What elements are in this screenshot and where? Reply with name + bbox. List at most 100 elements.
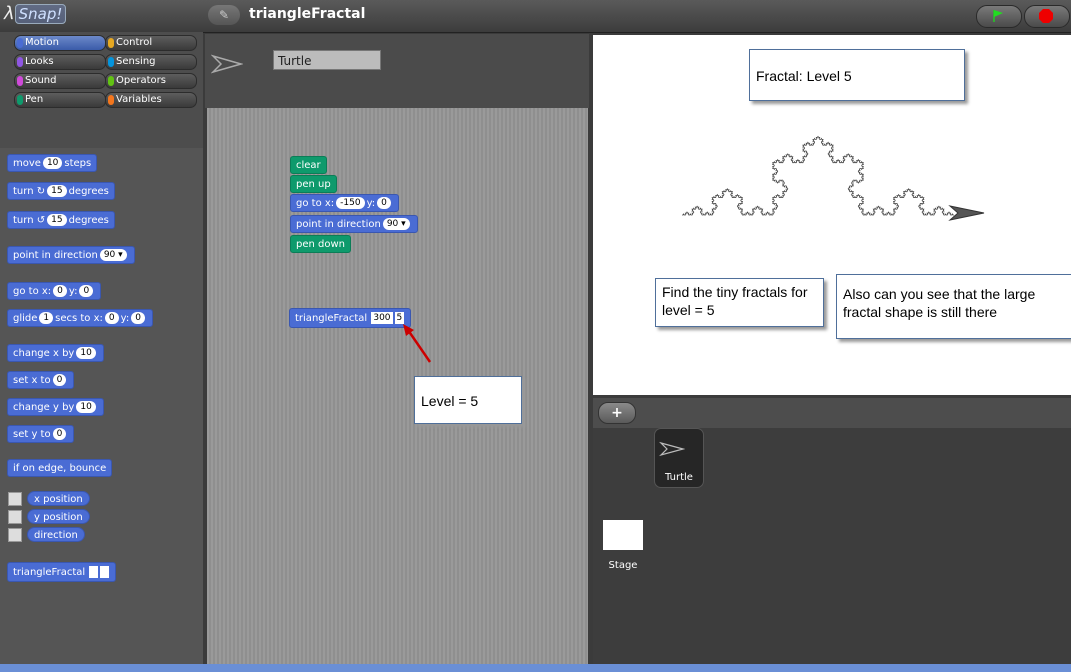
block-text: degrees <box>68 215 109 226</box>
block-text: change y by <box>13 402 75 413</box>
block-text: degrees <box>68 186 109 197</box>
y-slot[interactable]: 0 <box>377 197 391 209</box>
y-slot[interactable]: 0 <box>79 285 94 297</box>
y-slot[interactable]: 0 <box>131 312 145 324</box>
x-slot[interactable]: -150 <box>336 197 365 209</box>
category-control[interactable]: Control <box>105 35 197 51</box>
category-looks[interactable]: Looks <box>14 54 106 70</box>
block-text: triangleFractal <box>295 313 368 324</box>
tiny-fractals-note: Find the tiny fractals for level = 5 <box>655 278 824 327</box>
direction-reporter[interactable]: direction <box>27 527 85 542</box>
dropdown-arrow-icon: ▾ <box>118 250 123 260</box>
sensing-color-dot <box>108 57 114 67</box>
stage-thumb[interactable] <box>603 520 643 550</box>
sprite-name-field[interactable]: Turtle <box>273 50 381 70</box>
block-text: point in direction <box>296 219 381 230</box>
turtle-sprite-icon <box>948 205 985 221</box>
stop-button[interactable] <box>1024 5 1070 28</box>
category-label: Sound <box>25 75 57 86</box>
category-operators[interactable]: Operators <box>105 73 197 89</box>
green-flag-button[interactable] <box>976 5 1022 28</box>
x-slot[interactable]: 0 <box>53 285 67 297</box>
motion-color-dot <box>17 38 23 48</box>
block-text: turn <box>13 215 34 226</box>
palette: Motion Control Looks Sensing Sound Opera… <box>0 32 203 664</box>
triangle-fractal-block[interactable]: triangleFractal <box>7 562 117 582</box>
logo-text: Snap! <box>14 4 67 24</box>
pencil-icon: ✎ <box>218 8 230 22</box>
y-position-reporter[interactable]: y position <box>27 509 90 524</box>
turtle-sprite-thumb[interactable] <box>654 428 704 488</box>
category-sound[interactable]: Sound <box>14 73 106 89</box>
clear-block[interactable]: clear <box>290 156 327 174</box>
dropdown-arrow-icon: ▾ <box>401 219 406 229</box>
block-text: change x by <box>13 348 75 359</box>
looks-color-dot <box>17 57 23 67</box>
x-position-checkbox[interactable] <box>8 492 22 506</box>
size-slot[interactable]: 300 <box>371 312 393 324</box>
secs-slot[interactable]: 1 <box>39 312 54 324</box>
top-bar <box>0 0 1071 33</box>
block-text: turn <box>13 186 34 197</box>
bounce-block[interactable]: if on edge, bounce <box>7 459 113 477</box>
x-slot[interactable]: 0 <box>104 312 119 324</box>
red-arrow-icon <box>403 324 432 363</box>
degrees-slot[interactable]: 15 <box>47 214 67 226</box>
koch-fractal-drawing <box>682 135 985 221</box>
block-text: triangleFractal <box>13 567 86 578</box>
degrees-slot[interactable]: 15 <box>47 185 67 197</box>
steps-slot[interactable]: 10 <box>42 157 63 169</box>
value-slot[interactable]: 0 <box>52 428 67 440</box>
direction-checkbox[interactable] <box>8 528 22 542</box>
level-slot[interactable] <box>100 566 110 578</box>
block-text: set x to <box>13 375 51 386</box>
category-label: Variables <box>116 94 162 105</box>
value-slot[interactable]: 0 <box>52 374 67 386</box>
y-position-checkbox[interactable] <box>8 510 22 524</box>
direction-dropdown[interactable]: 90 ▾ <box>382 218 410 230</box>
pen-down-block[interactable]: pen down <box>290 235 351 253</box>
stage-title-note: Fractal: Level 5 <box>749 49 965 101</box>
direction-dropdown[interactable]: 90 ▾ <box>99 249 127 261</box>
stage[interactable]: Fractal: Level 5 Find the tiny fractals … <box>593 35 1071 395</box>
level-note: Level = 5 <box>414 376 522 424</box>
turtle-arrow-icon <box>211 54 243 74</box>
block-text: glide <box>13 313 38 324</box>
x-position-reporter[interactable]: x position <box>27 491 90 506</box>
block-text: y: <box>120 313 130 324</box>
edit-name-button[interactable]: ✎ <box>208 5 240 25</box>
block-text: y: <box>366 198 376 209</box>
pen-up-block[interactable]: pen up <box>290 175 337 193</box>
stage-label: Stage <box>608 560 638 571</box>
category-label: Pen <box>25 94 44 105</box>
operators-color-dot <box>108 76 114 86</box>
turtle-sprite-label: Turtle <box>665 472 693 483</box>
size-slot[interactable] <box>89 566 99 578</box>
large-fractal-note: Also can you see that the large fractal … <box>836 274 1071 339</box>
category-motion[interactable]: Motion <box>14 35 106 51</box>
category-pen[interactable]: Pen <box>14 92 106 108</box>
level-slot[interactable]: 5 <box>394 312 405 324</box>
value-slot[interactable]: 10 <box>76 401 96 413</box>
value-slot[interactable]: 10 <box>76 347 96 359</box>
block-text: go to x: <box>13 286 52 297</box>
add-sprite-button[interactable]: + <box>598 402 636 424</box>
category-variables[interactable]: Variables <box>105 92 197 108</box>
category-sensing[interactable]: Sensing <box>105 54 197 70</box>
